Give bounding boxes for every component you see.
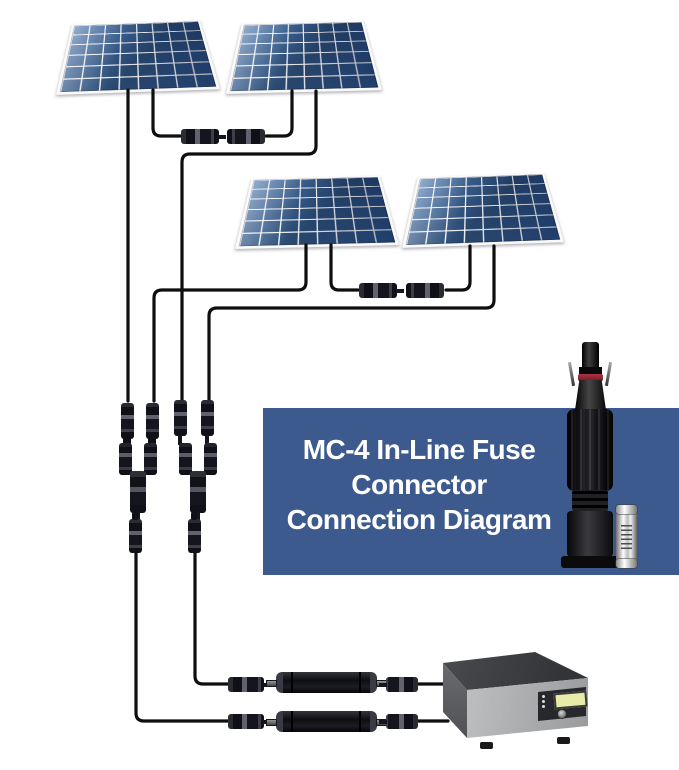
mc4-connector (379, 677, 418, 692)
connector-tip (582, 342, 599, 368)
banner-title-line-1: MC-4 In-Line Fuse (302, 434, 536, 465)
lower-barrel (567, 511, 613, 557)
inline-fuse-closeup (558, 342, 642, 570)
wire-string1-to-fuse (134, 550, 231, 723)
inverter-foot (557, 737, 570, 744)
banner-title: MC-4 In-Line Fuse Connector Connection D… (277, 432, 561, 537)
mc4-branch-connector-left (118, 443, 158, 521)
branch-stem (130, 471, 146, 521)
led-indicator-icon (542, 705, 545, 708)
fuse-coupler (572, 490, 608, 512)
mc4-string-connector-2 (146, 403, 159, 444)
inverter-power-button (558, 710, 566, 718)
wire-panel4-left (444, 244, 472, 292)
wire-panel2-left (264, 89, 294, 138)
led-indicator-icon (542, 695, 545, 698)
mc4-female-connector (406, 283, 444, 298)
banner-title-line-2: Connector (351, 469, 487, 500)
mc4-string-connector-4 (201, 400, 214, 445)
mc4-male-connector (181, 129, 226, 144)
mc4-male-connector (359, 283, 404, 298)
wire-panel3-right (329, 243, 360, 292)
banner-title-line-3: Connection Diagram (286, 504, 552, 535)
mc4-output-connector-right (188, 512, 201, 553)
inverter (427, 650, 597, 752)
connector-collar (579, 367, 602, 375)
mc4-string-connector-1 (121, 403, 134, 444)
inline-fuse-holder-2 (266, 711, 387, 732)
latch-clip-icon (604, 361, 613, 387)
red-seal-ring (578, 374, 603, 381)
wire-panel2-right (180, 89, 318, 403)
branch-port (144, 443, 157, 475)
branch-port (119, 443, 132, 475)
mc4-connector (228, 714, 271, 729)
latch-clip-icon (567, 361, 576, 387)
mc4-female-connector (227, 129, 265, 144)
branch-stem (190, 471, 206, 521)
wire-string2-to-fuse (193, 550, 231, 686)
mc4-connector (379, 714, 418, 729)
fuse-cartridge-label (621, 523, 632, 549)
inline-fuse-holder-1 (266, 672, 387, 693)
branch-port (204, 443, 217, 475)
wire-panel1-right (151, 88, 182, 138)
mc4-output-connector-left (129, 512, 142, 553)
wire-panel4-right (207, 244, 496, 403)
mc4-connector (228, 677, 271, 692)
connector-neck (575, 380, 606, 410)
connector-base (561, 556, 619, 568)
mc4-branch-connector-right (178, 443, 218, 521)
led-indicator-icon (542, 700, 545, 703)
ribbed-barrel (567, 409, 613, 491)
wire-panel3-left (152, 243, 308, 403)
inverter-lcd-display (553, 690, 588, 710)
mc4-string-connector-3 (174, 400, 187, 445)
fuse-cartridge (616, 505, 637, 568)
branch-port (179, 443, 192, 475)
inverter-foot (480, 742, 493, 749)
